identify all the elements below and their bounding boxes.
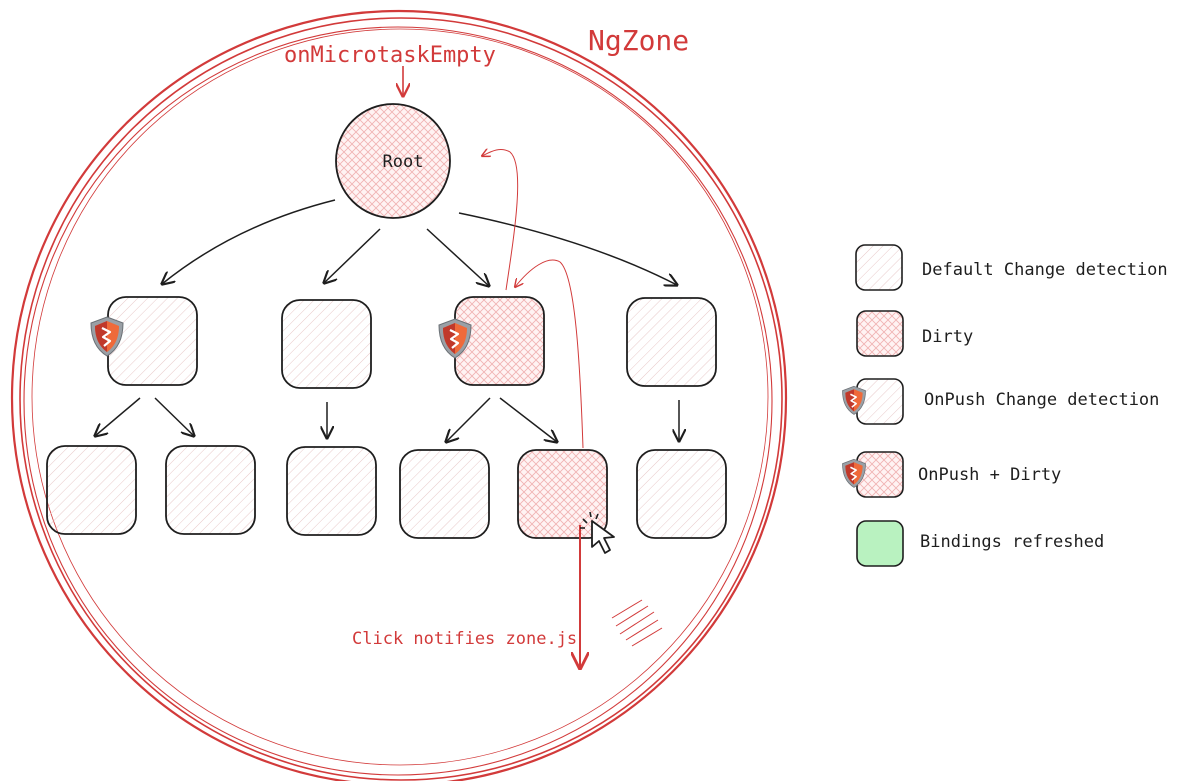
node-level1-a bbox=[89, 296, 198, 386]
click-label: Click notifies zone.js bbox=[352, 629, 577, 649]
edge-root-a bbox=[162, 199, 336, 284]
edge-root-b bbox=[324, 228, 381, 283]
propagation-arrow-icon bbox=[515, 259, 584, 449]
legend-label: Default Change detection bbox=[922, 260, 1168, 280]
legend-item-refreshed: Bindings refreshed bbox=[856, 520, 1104, 567]
node-level2-3 bbox=[286, 446, 377, 536]
zone-label: NgZone bbox=[588, 24, 689, 57]
dirty-propagation-path bbox=[482, 149, 584, 449]
legend-label: Bindings refreshed bbox=[920, 532, 1104, 552]
node-level2-2 bbox=[165, 445, 256, 535]
edge-root-d bbox=[458, 212, 677, 285]
edge-a-1 bbox=[95, 397, 141, 436]
edge-c-2 bbox=[499, 397, 557, 442]
legend-item-default: Default Change detection bbox=[855, 244, 1168, 291]
cursor-icon bbox=[580, 511, 615, 554]
node-level2-6 bbox=[636, 449, 727, 539]
node-level2-1 bbox=[46, 445, 137, 535]
legend-label: OnPush + Dirty bbox=[918, 465, 1061, 485]
root-label: Root bbox=[383, 152, 424, 172]
legend-item-onpush: OnPush Change detection bbox=[841, 378, 1159, 425]
zone-corner-scribble bbox=[611, 599, 663, 647]
node-level2-4 bbox=[399, 449, 490, 539]
legend-item-dirty: Dirty bbox=[856, 310, 973, 357]
ngzone-boundary bbox=[11, 10, 787, 781]
trigger-label: onMicrotaskEmpty bbox=[284, 43, 496, 68]
legend-label: OnPush Change detection bbox=[924, 390, 1159, 410]
edge-root-c bbox=[426, 228, 489, 286]
node-level1-c bbox=[437, 296, 545, 386]
root-edges bbox=[162, 199, 677, 286]
root-node: Root bbox=[335, 103, 451, 219]
legend: Default Change detection Dirty OnPush Ch… bbox=[841, 244, 1168, 567]
propagation-arrow-icon bbox=[482, 149, 519, 291]
node-level1-b bbox=[281, 299, 372, 389]
node-level1-d bbox=[626, 297, 717, 387]
edge-c-1 bbox=[446, 397, 491, 442]
level1-edges bbox=[95, 397, 679, 442]
edge-a-2 bbox=[154, 397, 194, 436]
legend-label: Dirty bbox=[922, 327, 973, 347]
legend-item-onpush-dirty: OnPush + Dirty bbox=[841, 451, 1061, 498]
node-level2-5 bbox=[517, 449, 608, 539]
